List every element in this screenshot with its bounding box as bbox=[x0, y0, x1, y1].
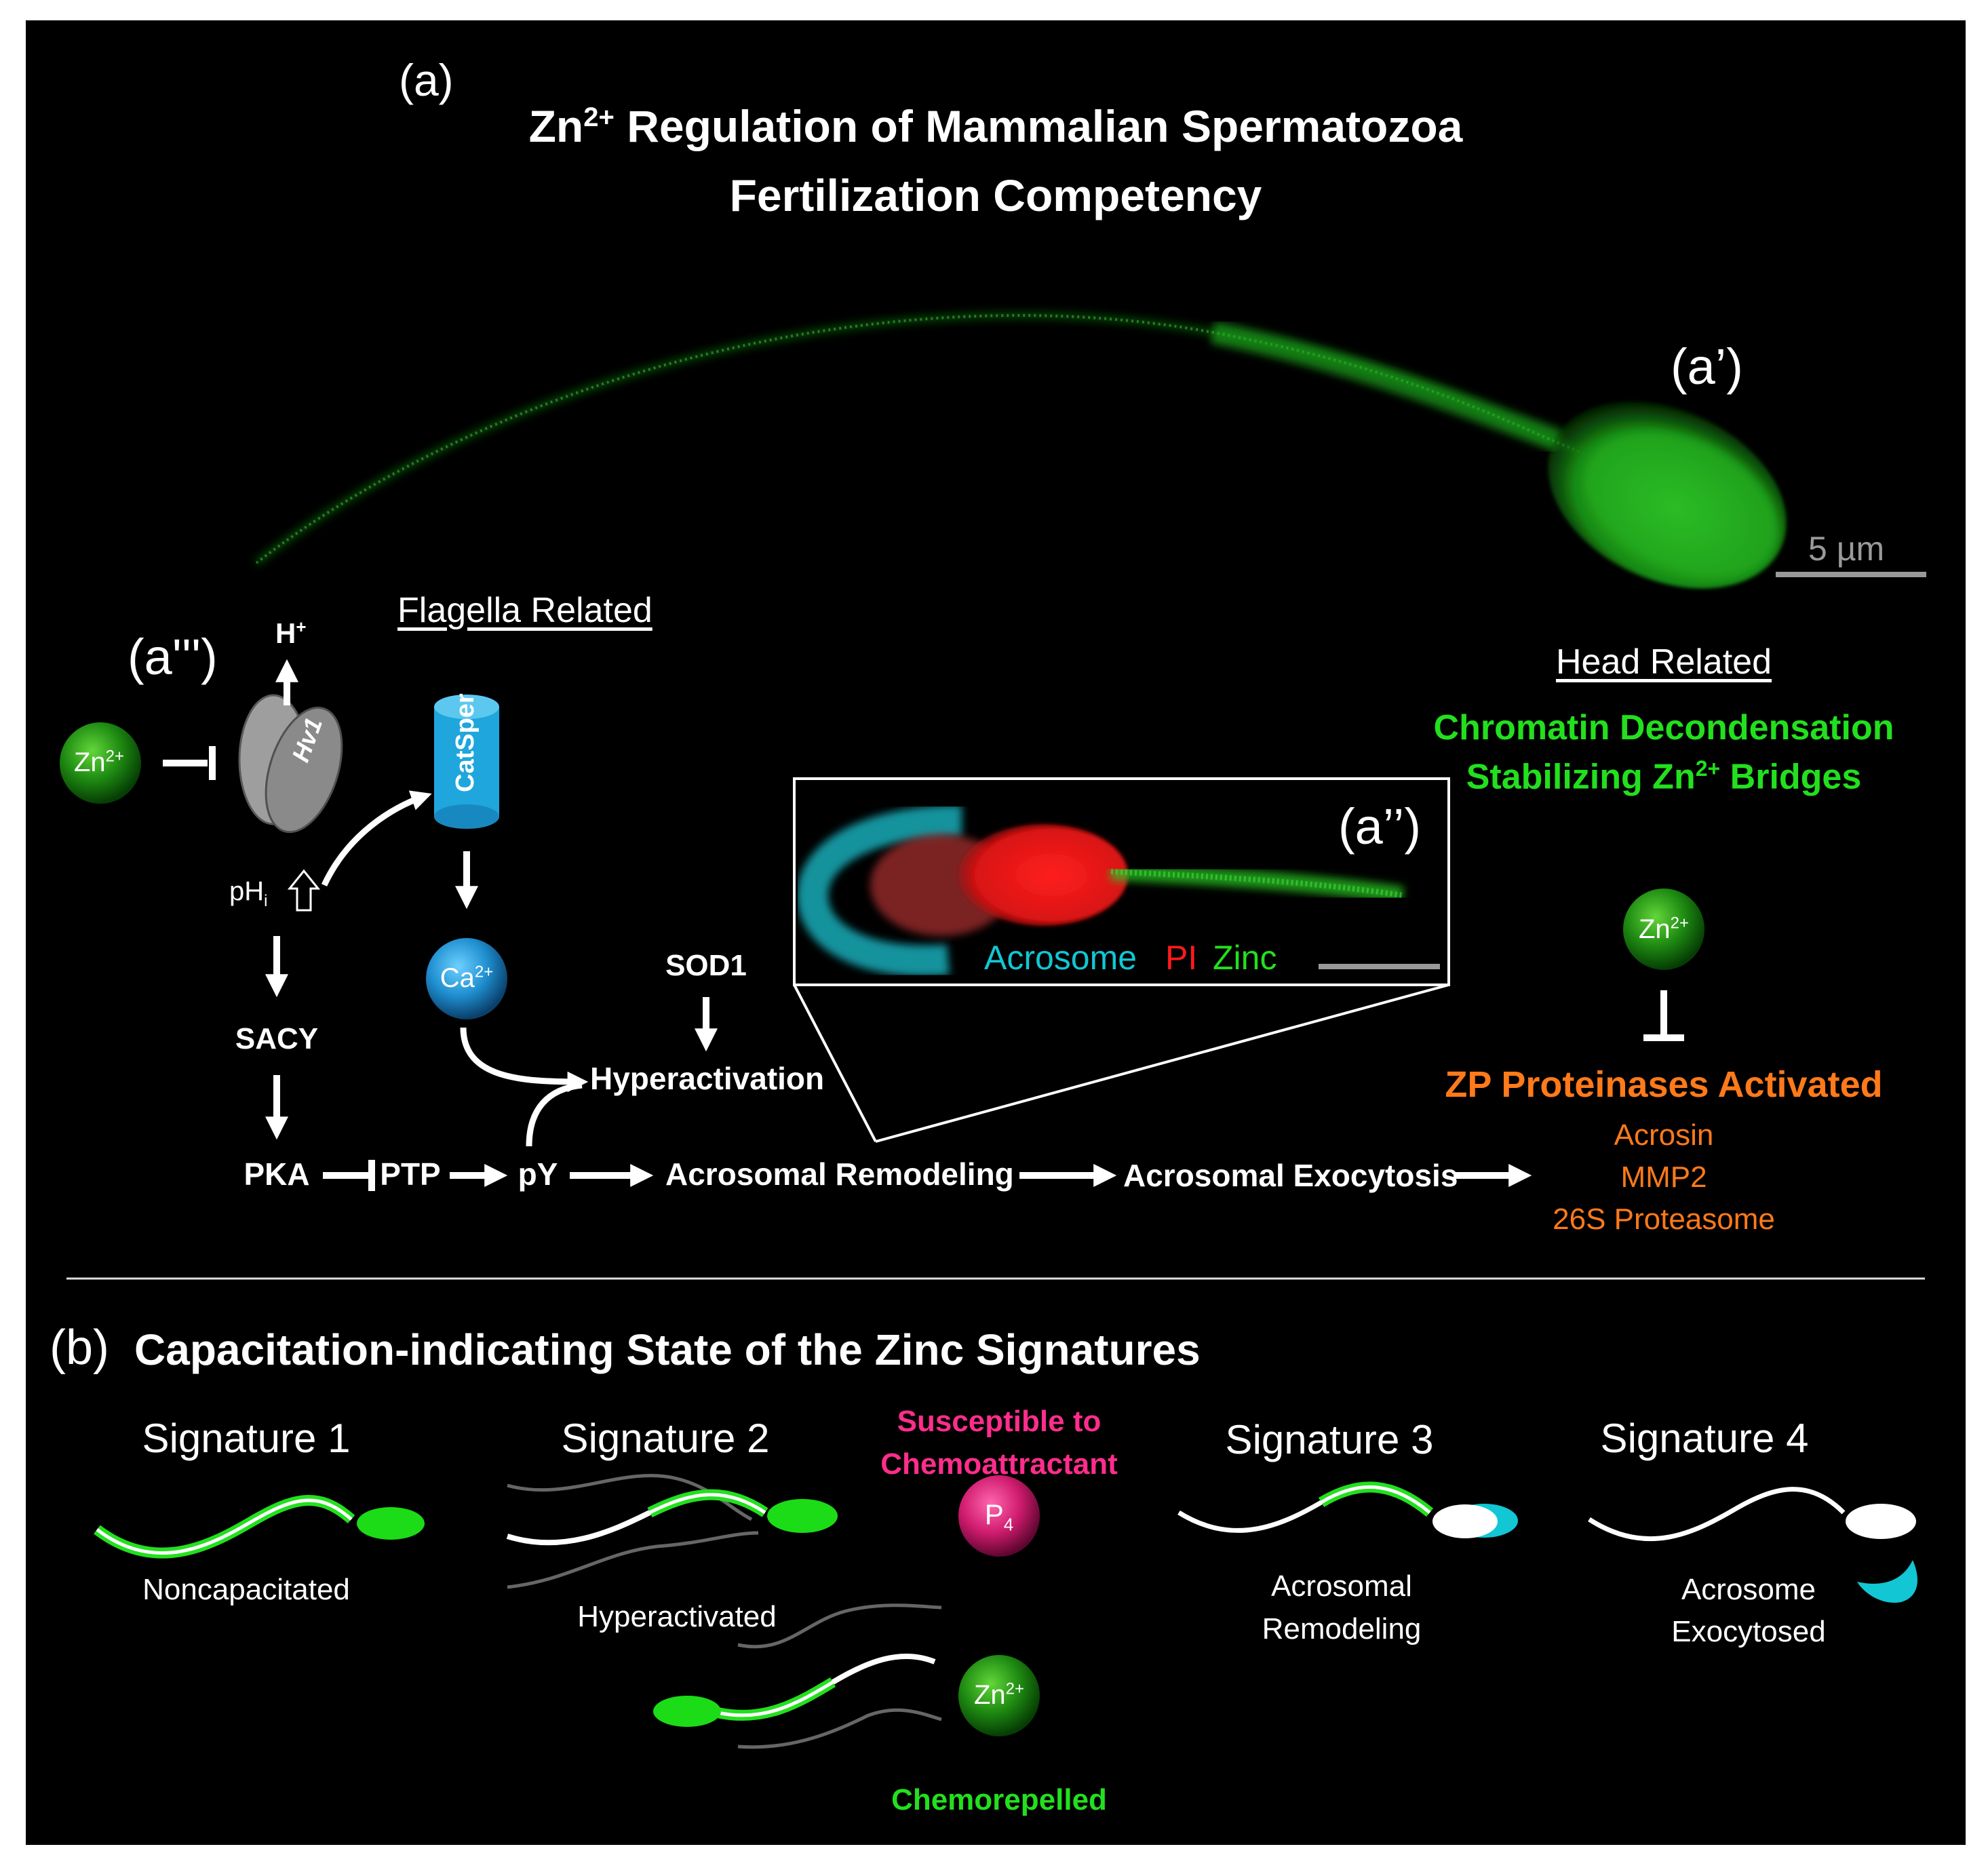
pi-stain-label: PI bbox=[1165, 939, 1198, 977]
sacy-label: SACY bbox=[235, 1022, 319, 1055]
panel-b-title: Capacitation-indicating State of the Zin… bbox=[134, 1325, 1201, 1374]
signature-3-state-line2: Remodeling bbox=[1262, 1612, 1422, 1645]
signature-1-label: Signature 1 bbox=[142, 1416, 351, 1461]
proton-label: H+ bbox=[275, 617, 307, 649]
signature-1-sperm-icon bbox=[94, 1495, 425, 1559]
zinc-sphere-icon bbox=[60, 722, 141, 804]
signature-4-state-line1: Acrosome bbox=[1681, 1573, 1816, 1606]
susceptible-label: Susceptible to bbox=[897, 1405, 1102, 1438]
signature-4-sperm-icon bbox=[1588, 1487, 1917, 1603]
progesterone-label: P4 bbox=[984, 1498, 1014, 1535]
hyperactivation-label: Hyperactivation bbox=[590, 1061, 825, 1096]
inset-sperm-micrograph bbox=[796, 805, 1404, 977]
enzyme-acrosin: Acrosin bbox=[1614, 1118, 1714, 1152]
enzyme-26s-proteasome: 26S Proteasome bbox=[1553, 1203, 1775, 1236]
page-title-line2: Fertilization Competency bbox=[729, 170, 1262, 220]
chemoattractant-label: Chemoattractant bbox=[880, 1447, 1118, 1481]
acrosome-stain-label: Acrosome bbox=[984, 939, 1137, 977]
chemorepelled-label: Chemorepelled bbox=[891, 1783, 1107, 1816]
acrosomal-remodeling-label: Acrosomal Remodeling bbox=[665, 1156, 1014, 1192]
zinc-label-head: Zn2+ bbox=[1638, 914, 1690, 944]
chromatin-label: Chromatin Decondensation bbox=[1433, 708, 1894, 747]
acrosomal-exocytosis-label: Acrosomal Exocytosis bbox=[1123, 1158, 1458, 1193]
calcium-label: Ca2+ bbox=[440, 962, 494, 993]
page-title: Zn2+ Regulation of Mammalian Spermatozoa bbox=[528, 101, 1463, 151]
zinc-label-b: Zn2+ bbox=[973, 1679, 1025, 1710]
py-label: pY bbox=[518, 1156, 558, 1192]
enzyme-mmp2: MMP2 bbox=[1620, 1161, 1707, 1194]
subpanel-a2-label: (a’’) bbox=[1338, 798, 1421, 855]
head-heading: Head Related bbox=[1556, 642, 1772, 682]
signature-3-sperm-icon bbox=[1177, 1481, 1518, 1538]
chemorepelled-sperm-icon bbox=[653, 1603, 942, 1749]
scalebar-label: 5 µm bbox=[1808, 530, 1885, 568]
panel-a-label: (a) bbox=[399, 55, 454, 105]
zinc-stain-label: Zinc bbox=[1213, 939, 1277, 977]
hv1-channel-icon bbox=[238, 694, 343, 834]
catsper-channel-icon bbox=[434, 695, 499, 829]
intracellular-ph-label: pHi bbox=[229, 876, 268, 910]
progesterone-sphere-icon bbox=[958, 1475, 1040, 1557]
signature-2-label: Signature 2 bbox=[561, 1416, 770, 1461]
flagella-heading: Flagella Related bbox=[397, 591, 652, 630]
zp-proteinases-label: ZP Proteinases Activated bbox=[1445, 1064, 1883, 1105]
signature-2-state: Hyperactivated bbox=[577, 1600, 777, 1633]
zinc-label-a3: Zn2+ bbox=[73, 747, 125, 777]
pka-label: PKA bbox=[243, 1156, 310, 1192]
signature-3-state-line1: Acrosomal bbox=[1271, 1570, 1412, 1603]
sod1-label: SOD1 bbox=[665, 949, 747, 982]
signature-1-state: Noncapacitated bbox=[142, 1573, 350, 1606]
signature-4-label: Signature 4 bbox=[1600, 1416, 1809, 1461]
ptp-label: PTP bbox=[380, 1156, 441, 1192]
zinc-sperm-micrograph bbox=[254, 312, 1787, 589]
figure-graphics bbox=[60, 312, 1926, 1749]
zinc-sphere-icon bbox=[1623, 889, 1704, 970]
zinc-sphere-icon bbox=[958, 1655, 1040, 1736]
calcium-sphere-icon bbox=[426, 938, 507, 1019]
panel-b-label: (b) bbox=[50, 1321, 109, 1375]
signature-4-state-line2: Exocytosed bbox=[1671, 1615, 1826, 1648]
figure-panel: (a) Zn2+ Regulation of Mammalian Spermat… bbox=[26, 20, 1966, 1845]
signature-3-label: Signature 3 bbox=[1225, 1417, 1434, 1462]
catsper-label: CatSper bbox=[451, 693, 480, 792]
signature-2-sperm-icon bbox=[506, 1474, 838, 1589]
subpanel-a3-label: (a''') bbox=[128, 629, 218, 685]
subpanel-a1-label: (a’) bbox=[1671, 338, 1743, 395]
zinc-bridges-label: Stabilizing Zn2+ Bridges bbox=[1466, 756, 1862, 797]
